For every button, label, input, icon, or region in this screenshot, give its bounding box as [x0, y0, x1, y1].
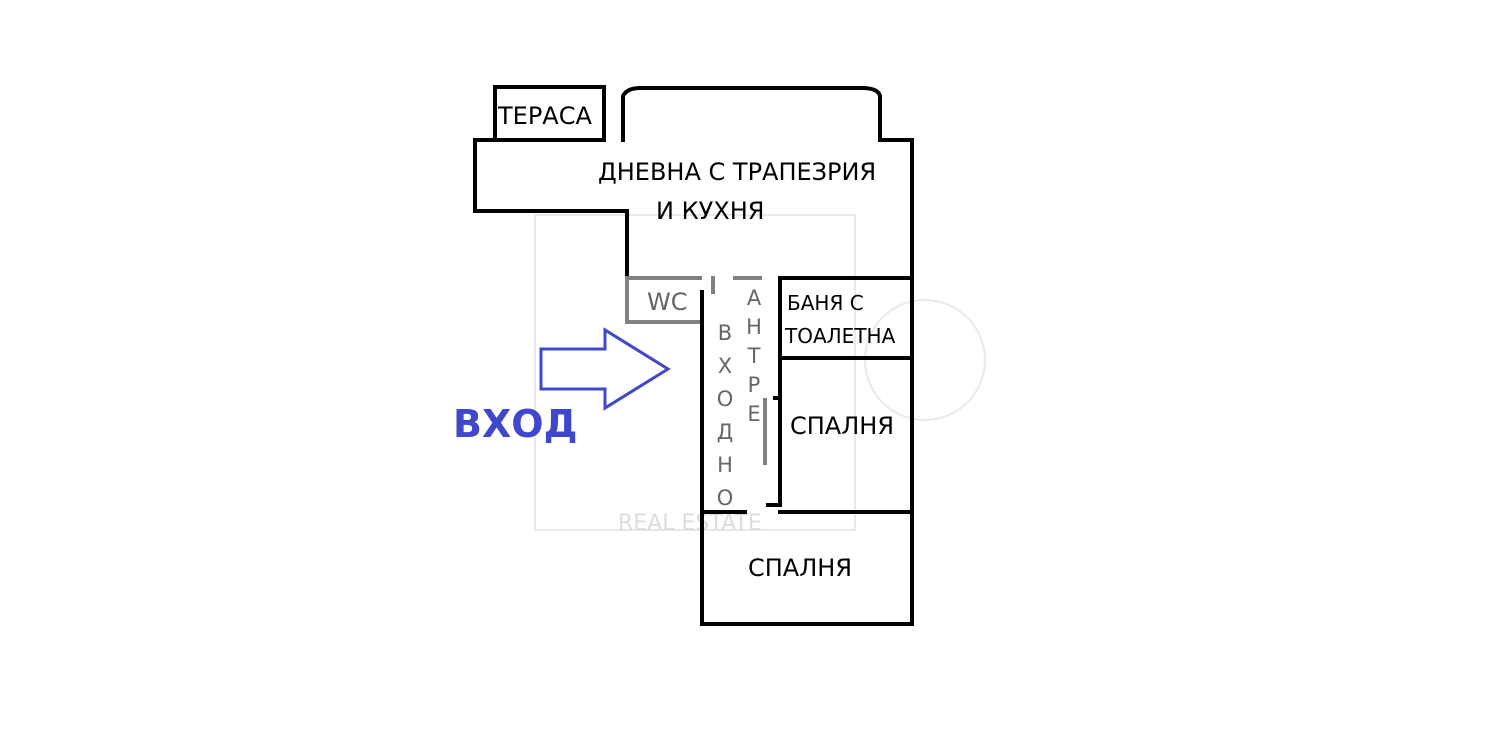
outer-wall-left-balcony [473, 138, 629, 280]
hall-letter-0: А [747, 286, 762, 310]
living-label-line1: ДНЕВНА С ТРАПЕЗРИЯ [598, 158, 876, 186]
living-label-line2: И КУХНЯ [656, 197, 764, 225]
entrance-marker: ВХОД [453, 327, 671, 446]
watermark-box [534, 214, 856, 531]
corridor-letter-2: О [717, 387, 734, 411]
terrace-outline [493, 85, 606, 142]
outer-wall-curved-top [621, 86, 914, 626]
terrace-room: ТЕРАСА [493, 85, 606, 142]
bathroom-room: БАНЯ С ТОАЛЕТНА [778, 276, 914, 360]
outer-walls [473, 86, 914, 626]
corridor-letter-4: Н [717, 453, 733, 477]
entrance-label: ВХОД [453, 402, 577, 446]
bedroom-1-label: СПАЛНЯ [790, 412, 894, 440]
watermark-text: REAL ESTATE [618, 511, 762, 536]
bedroom-1-room: СПАЛНЯ [763, 356, 914, 514]
bathroom-label-line1: БАНЯ С [787, 291, 864, 315]
hall-letter-4: Е [747, 402, 760, 426]
hall-letter-2: Т [747, 344, 761, 368]
living-room: ДНЕВНА С ТРАПЕЗРИЯ И КУХНЯ [598, 158, 876, 225]
hall-letter-3: Р [748, 373, 761, 397]
corridor-letter-0: В [718, 321, 732, 345]
hall-letter-1: Н [746, 315, 762, 339]
wc-room: WC [625, 276, 715, 324]
corridor-letter-1: Х [718, 354, 732, 378]
arrow-right-icon [539, 327, 671, 411]
corridor-letter-5: О [717, 486, 734, 510]
watermark: REAL ESTATE [534, 214, 986, 536]
bathroom-label-line2: ТОАЛЕТНА [784, 324, 896, 348]
corridor-letter-3: Д [717, 420, 733, 444]
bedroom-1-walls [766, 356, 914, 514]
wc-label: WC [647, 288, 688, 316]
terrace-label: ТЕРАСА [497, 102, 592, 130]
wc-walls [625, 276, 715, 324]
bedroom-2-label: СПАЛНЯ [748, 554, 852, 582]
